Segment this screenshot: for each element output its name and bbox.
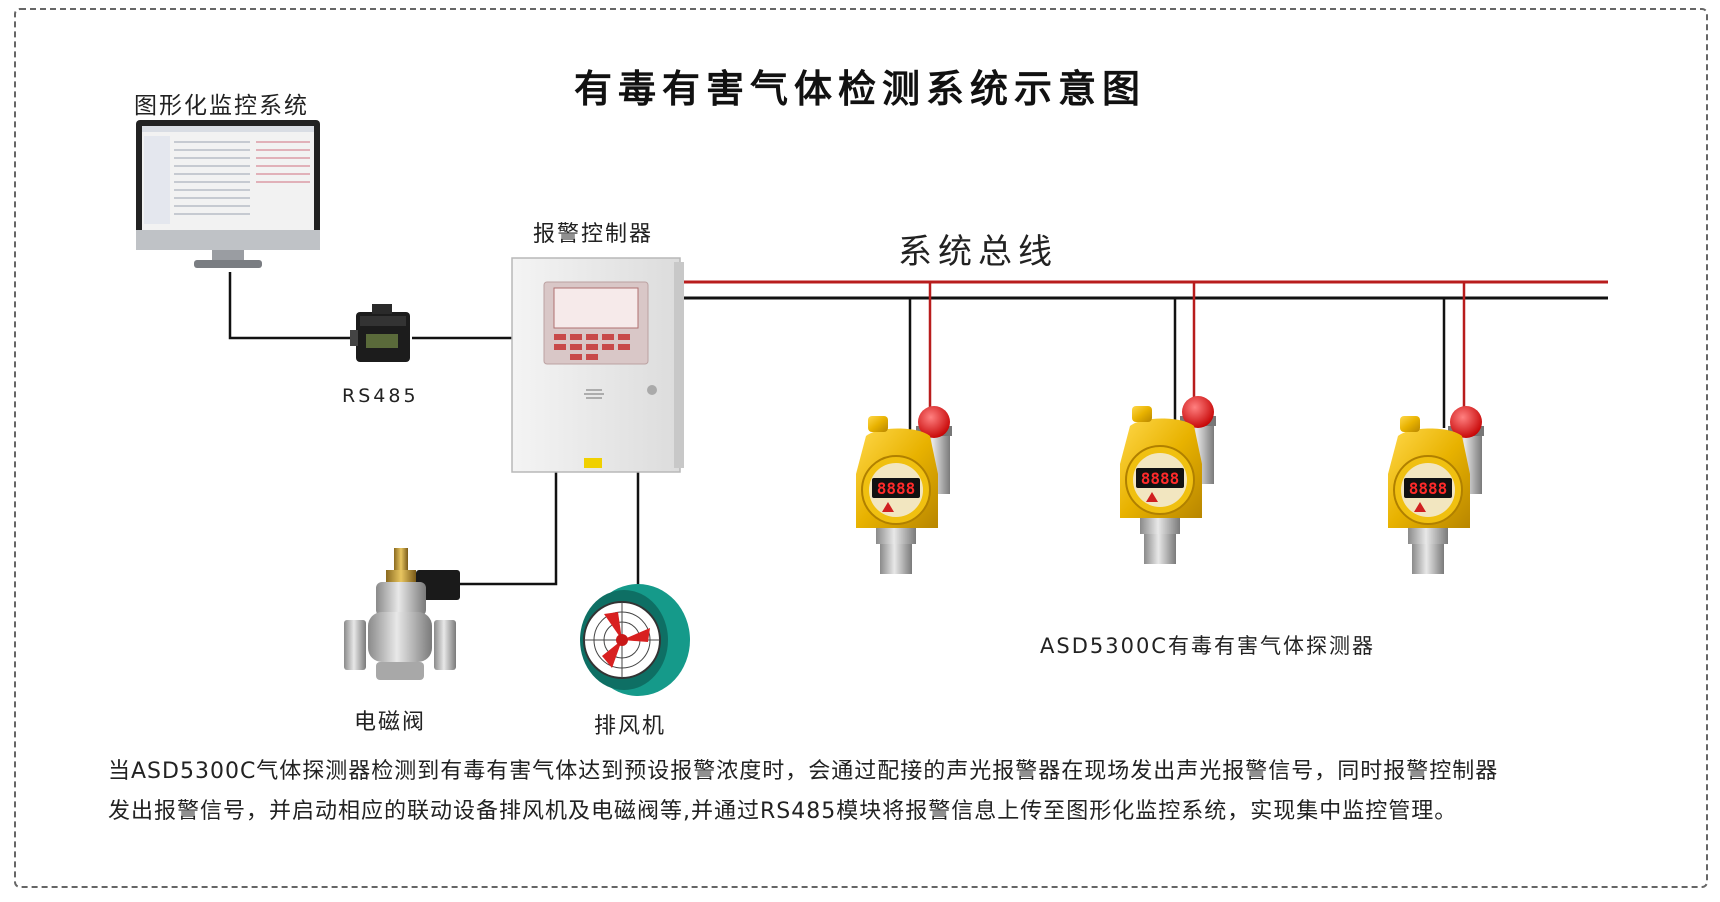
- solenoid-valve: [344, 548, 460, 680]
- monitor: [136, 120, 320, 268]
- detector-display-2: 8888: [1141, 469, 1180, 488]
- detector-display-3: 8888: [1409, 479, 1448, 498]
- system-bus-label: 系统总线: [898, 232, 1058, 272]
- diagram-border: [14, 8, 1708, 888]
- solenoid-valve-label: 电磁阀: [354, 710, 427, 735]
- alarm-controller-label: 报警控制器: [533, 222, 654, 247]
- detector-3: 8888: [1388, 406, 1484, 574]
- detector-2: 8888: [1120, 396, 1216, 564]
- monitor-system-label: 图形化监控系统: [134, 93, 309, 119]
- exhaust-fan-label: 排风机: [594, 714, 667, 739]
- alarm-controller: [511, 257, 684, 473]
- exhaust-fan: [580, 584, 690, 696]
- description-line-1: 当ASD5300C气体探测器检测到有毒有害气体达到预设报警浓度时，会通过配接的声…: [108, 759, 1499, 784]
- detector-display-1: 8888: [877, 479, 916, 498]
- rs485-module: [350, 304, 410, 362]
- gas-detector-label: ASD5300C有毒有害气体探测器: [1040, 634, 1375, 658]
- detector-1: 8888: [856, 406, 952, 574]
- rs485-module-label: RS485: [342, 385, 419, 407]
- wiring: [228, 272, 1608, 600]
- diagram-title: 有毒有害气体检测系统示意图: [573, 67, 1146, 111]
- description-line-2: 发出报警信号，并启动相应的联动设备排风机及电磁阀等,并通过RS485模块将报警信…: [108, 799, 1458, 824]
